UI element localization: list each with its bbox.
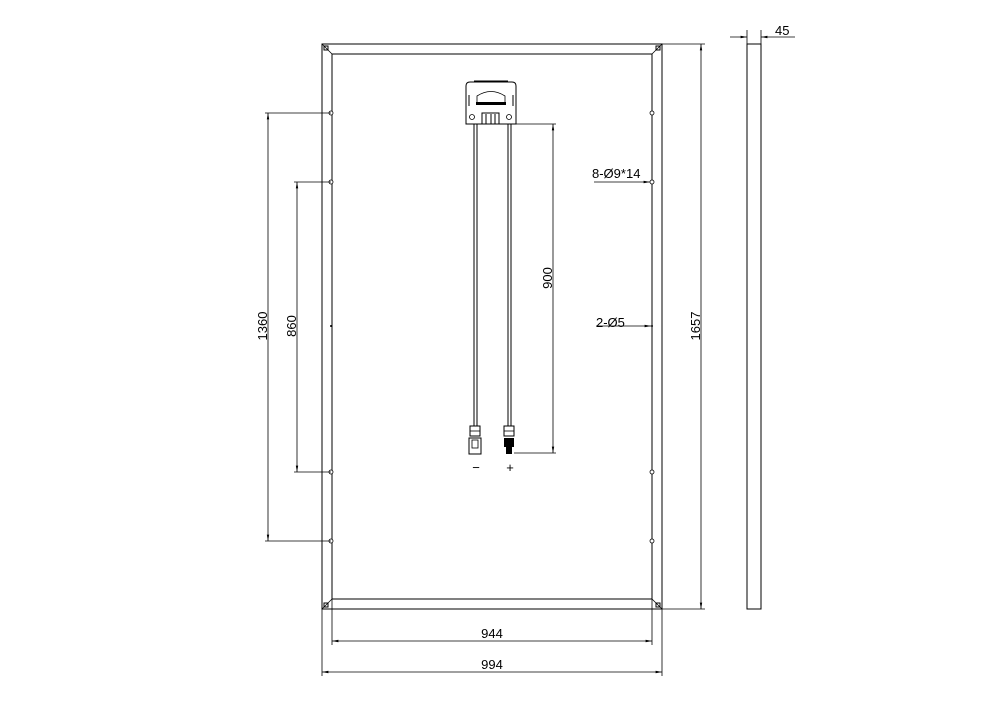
junction-box <box>465 80 517 125</box>
dimension-1360: 1360 <box>255 112 331 542</box>
side-view: 45 <box>730 23 795 610</box>
svg-text:900: 900 <box>540 267 555 289</box>
svg-text:1657: 1657 <box>688 312 703 341</box>
svg-text:994: 994 <box>481 657 503 672</box>
positive-label: + <box>506 460 514 475</box>
svg-text:1360: 1360 <box>255 312 270 341</box>
svg-text:860: 860 <box>284 315 299 337</box>
dimension-860: 860 <box>284 181 331 473</box>
callout-ground-holes: 2-Ø5 <box>596 315 651 330</box>
negative-connector <box>468 425 482 455</box>
positive-connector <box>503 425 515 454</box>
negative-label: − <box>472 460 480 475</box>
svg-text:2-Ø5: 2-Ø5 <box>596 315 625 330</box>
dimension-944: 944 <box>331 599 653 645</box>
dimension-994: 994 <box>321 609 663 676</box>
callout-mounting-holes: 8-Ø9*14 <box>592 166 650 184</box>
thickness-label: 45 <box>775 23 789 38</box>
svg-text:8-Ø9*14: 8-Ø9*14 <box>592 166 640 181</box>
dimension-1657: 1657 <box>662 43 705 610</box>
dimension-900: 900 <box>514 123 556 454</box>
cables <box>473 124 512 426</box>
svg-text:944: 944 <box>481 626 503 641</box>
